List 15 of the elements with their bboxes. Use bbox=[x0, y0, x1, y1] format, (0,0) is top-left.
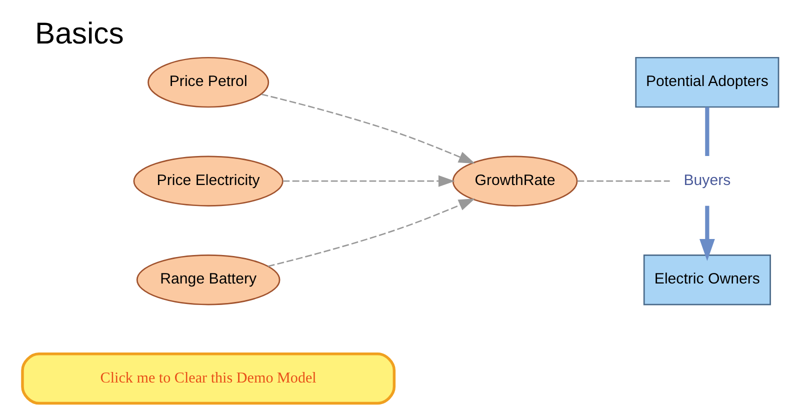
node-text: Buyers bbox=[683, 172, 730, 189]
node-ellipse: Price Electricity bbox=[132, 156, 283, 206]
connector bbox=[576, 180, 670, 182]
node-ellipse: Range Battery bbox=[136, 254, 280, 306]
connector bbox=[704, 107, 709, 156]
arrow bbox=[282, 175, 454, 187]
arrow bbox=[260, 94, 475, 164]
node-ellipse: GrowthRate bbox=[452, 156, 578, 206]
node-ellipse: Price Petrol bbox=[147, 56, 269, 108]
diagram-title: Basics bbox=[34, 17, 124, 50]
arrow bbox=[267, 198, 475, 267]
node-box: Potential Adopters bbox=[634, 56, 779, 108]
node-box: Electric Owners bbox=[642, 254, 770, 306]
node-box: Click me to Clear this Demo Model bbox=[20, 352, 396, 405]
arrow bbox=[699, 206, 714, 261]
